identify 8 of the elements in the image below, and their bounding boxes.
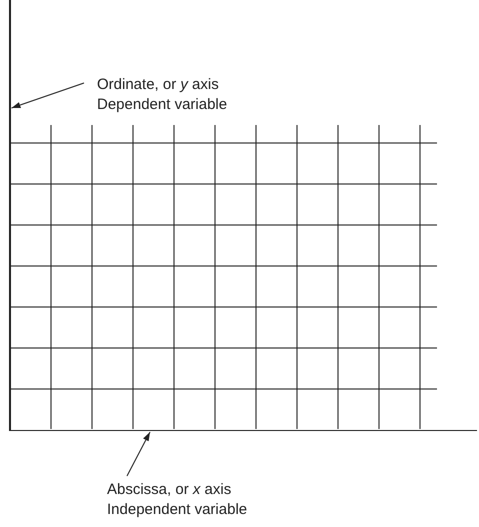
leader-line <box>11 82 84 108</box>
y-axis-line <box>9 0 10 431</box>
axis-name: Abscissa, or x axis <box>107 480 232 500</box>
variable-name: Independent variable <box>107 500 248 520</box>
x-axis-line <box>9 430 477 431</box>
leader-line <box>126 432 150 476</box>
variable-name: Dependent variable <box>97 95 228 115</box>
axis-name: Ordinate, or y axis <box>97 75 220 95</box>
